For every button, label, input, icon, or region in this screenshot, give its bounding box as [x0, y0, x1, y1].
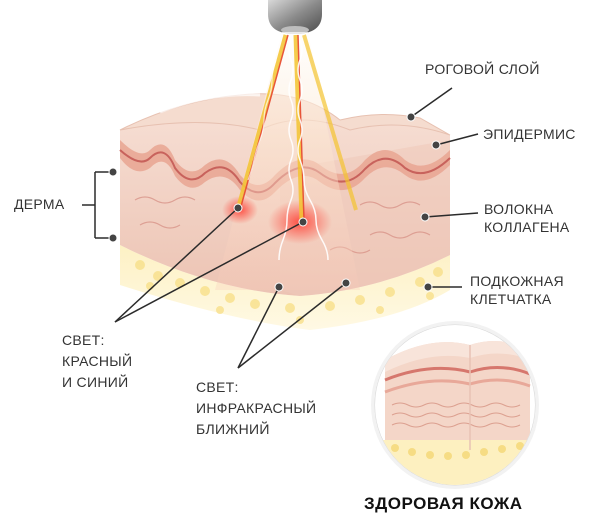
label-dermis: ДЕРМА — [14, 196, 65, 212]
callout-dots — [108, 112, 441, 292]
label-subcutaneous: ПОДКОЖНАЯ КЛЕТЧАТКА — [470, 273, 564, 307]
caption-healthy-skin: ЗДОРОВАЯ КОЖА — [364, 494, 523, 513]
light-device-icon — [268, 0, 322, 34]
label-light-near-ir: СВЕТ: ИНФРАКРАСНЫЙ БЛИЖНИЙ — [196, 379, 317, 437]
label-collagen-fibers: ВОЛОКНА КОЛЛАГЕНА — [484, 201, 570, 235]
label-stratum-corneum: РОГОВОЙ СЛОЙ — [425, 61, 540, 77]
label-epidermis: ЭПИДЕРМИС — [483, 126, 576, 142]
healthy-skin-inset — [371, 321, 539, 489]
label-light-red-blue: СВЕТ: КРАСНЫЙ И СИНИЙ — [62, 332, 133, 390]
subcutaneous-layer — [120, 245, 450, 330]
callout-lines — [82, 87, 479, 369]
